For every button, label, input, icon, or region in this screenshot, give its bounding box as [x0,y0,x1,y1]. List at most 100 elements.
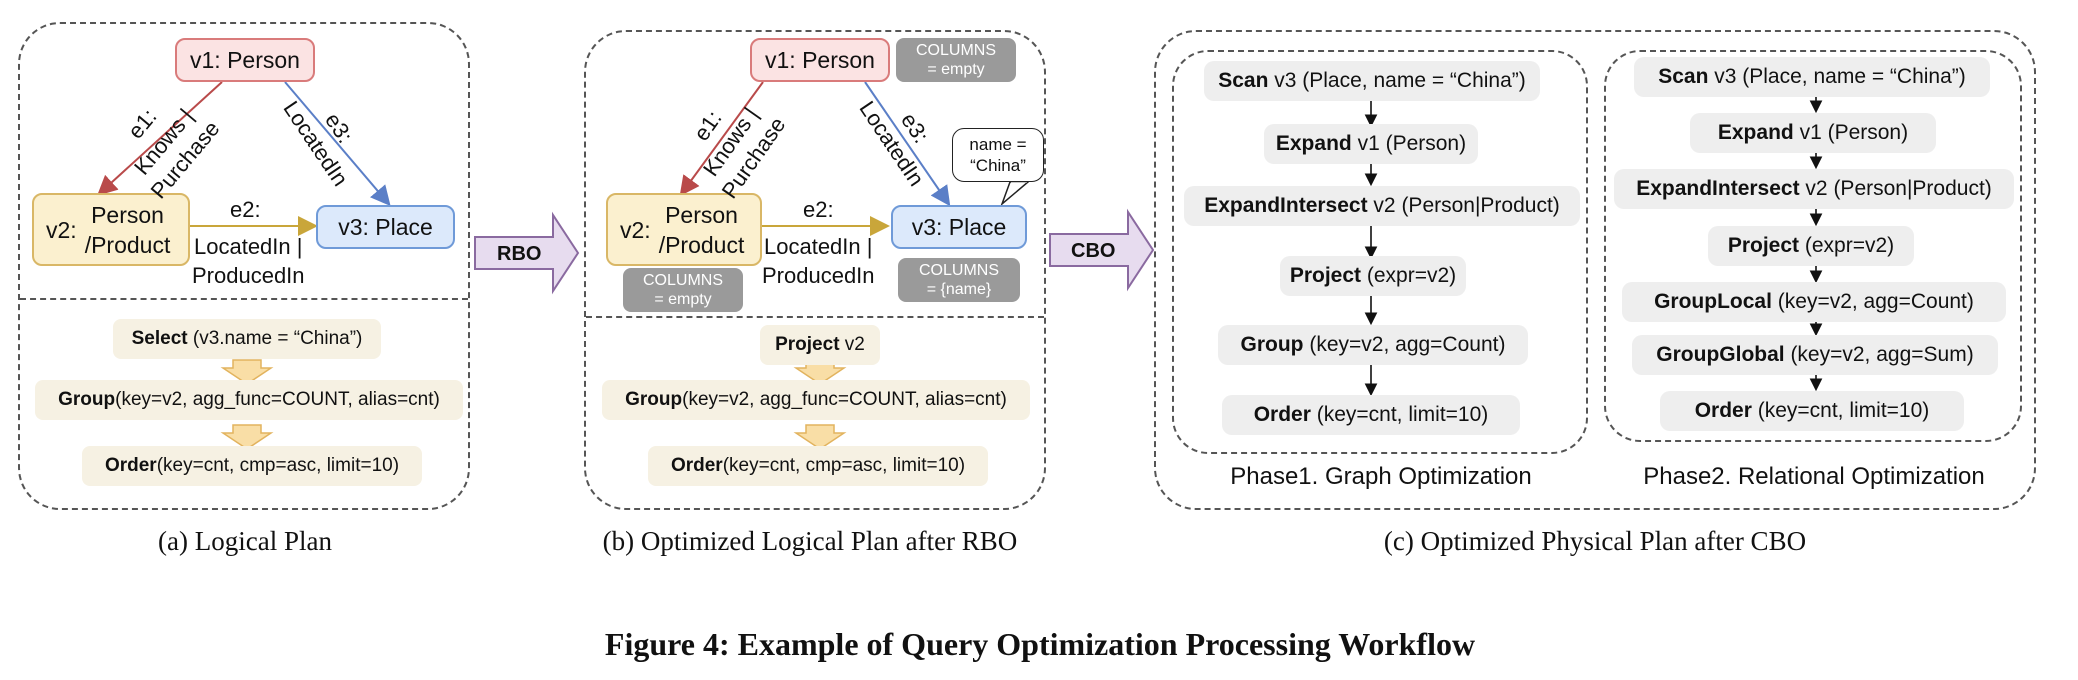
p2-op-project-rest: (expr=v2) [1799,234,1895,257]
phase1-label: Phase1. Graph Optimization [1230,463,1532,490]
node-v1-b-label: v1: Person [765,47,875,73]
p2-op-expandintersect-kw: ExpandIntersect [1636,177,1800,200]
op-order-a: Order(key=cnt, cmp=asc, limit=10) [82,446,422,486]
op-select-a-kw: Select [131,328,188,349]
caption-a: (a) Logical Plan [158,526,332,556]
p1-op-order: Order (key=cnt, limit=10) [1222,395,1520,435]
columns-tag-v2: COLUMNS = empty [623,268,743,312]
p1-op-scan-kw: Scan [1218,69,1269,92]
op-group-a: Group(key=v2, agg_func=COUNT, alias=cnt) [35,380,463,420]
p1-op-expandintersect: ExpandIntersect v2 (Person|Product) [1184,186,1580,226]
down-arrow-a1 [220,359,274,385]
panel-b-separator [586,316,1044,318]
node-v2-b-line2: /Product [658,231,745,258]
p2-op-order-kw: Order [1694,399,1752,422]
columns-tag-v3-l1: COLUMNS [918,262,999,279]
filter-bubble-l1: name = [969,135,1027,154]
columns-tag-v3: COLUMNS = {name} [898,258,1020,302]
edge-e2-a-name: e2: [230,197,261,222]
down-arrow-a2 [220,424,274,450]
edge-e2-a-line1: LocatedIn | [194,234,303,259]
op-order-b: Order(key=cnt, cmp=asc, limit=10) [648,446,988,486]
p2-op-groupglobal-kw: GroupGlobal [1656,343,1785,366]
p2-op-grouplocal-kw: GroupLocal [1654,290,1772,313]
p1-op-expandintersect-rest: v2 (Person|Product) [1367,194,1560,217]
op-group-a-rest: (key=v2, agg_func=COUNT, alias=cnt) [115,389,440,410]
p1-op-expandintersect-kw: ExpandIntersect [1204,194,1368,217]
op-group-b: Group(key=v2, agg_func=COUNT, alias=cnt) [602,380,1030,420]
node-v2-a-line2: /Product [84,231,171,258]
op-order-b-kw: Order [670,455,723,476]
op-select-a: Select (v3.name = “China”) [113,319,381,359]
p2-op-groupglobal: GroupGlobal (key=v2, agg=Sum) [1632,335,1998,375]
filter-bubble-l2: “China” [970,156,1026,175]
p2-op-order: Order (key=cnt, limit=10) [1660,391,1964,431]
op-project-b-kw: Project [775,334,840,355]
node-v1-a-label: v1: Person [190,47,300,73]
node-v2-b-prefix: v2: [620,216,651,243]
p2-op-scan-rest: v3 (Place, name = “China”) [1708,65,1966,88]
down-arrow-b2 [793,424,847,450]
p1-op-order-kw: Order [1253,403,1311,426]
p2-op-project-kw: Project [1727,234,1800,257]
figure-title: Figure 4: Example of Query Optimization … [604,626,1476,662]
p2-op-grouplocal: GroupLocal (key=v2, agg=Count) [1622,282,2006,322]
filter-bubble: name = “China” [952,128,1044,182]
node-v2-a-prefix: v2: [46,216,77,243]
node-v2-a: v2: Person /Product [32,193,190,266]
caption-b: (b) Optimized Logical Plan after RBO [602,526,1018,556]
op-order-b-rest: (key=cnt, cmp=asc, limit=10) [722,455,966,476]
p1-op-scan: Scan v3 (Place, name = “China”) [1204,61,1540,101]
node-v2-b-type: Person /Product [659,200,745,260]
p2-op-expand-rest: v1 (Person) [1793,121,1909,144]
op-order-a-kw: Order [104,455,157,476]
phase2-box [1604,50,2022,442]
p2-op-expandintersect: ExpandIntersect v2 (Person|Product) [1614,169,2014,209]
op-group-a-kw: Group [58,389,116,410]
rbo-label: RBO [497,243,542,265]
columns-tag-v1-l2: = empty [927,61,985,78]
phase2-label: Phase2. Relational Optimization [1643,463,1985,490]
edge-e2-b-line1: LocatedIn | [764,234,873,259]
columns-tag-v2-l2: = empty [654,291,712,308]
edge-e1-b [679,81,764,197]
p1-op-expand-rest: v1 (Person) [1351,132,1467,155]
panel-logical-plan [18,22,470,510]
node-v2-b-line1: Person [665,201,738,228]
p2-op-scan-kw: Scan [1658,65,1709,88]
p2-op-groupglobal-rest: (key=v2, agg=Sum) [1784,343,1974,366]
p1-op-order-rest: (key=cnt, limit=10) [1310,403,1489,426]
node-v3-a: v3: Place [316,205,455,249]
p1-op-project-kw: Project [1289,264,1362,287]
p1-op-expand-kw: Expand [1275,132,1352,155]
rbo-arrow [474,211,580,295]
node-v3-b: v3: Place [891,205,1027,249]
node-v2-b: v2: Person /Product [606,193,762,266]
p1-op-group-rest: (key=v2, agg=Count) [1303,333,1506,356]
edge-e2-b-line2: ProducedIn [762,263,875,288]
p1-op-group-kw: Group [1240,333,1304,356]
node-v3-a-label: v3: Place [338,214,433,240]
columns-tag-v3-l2: = {name} [926,281,992,298]
columns-tag-v1: COLUMNS = empty [896,38,1016,82]
edge-e3-b [864,81,951,207]
panel-optimized-logical-plan [584,30,1046,510]
edge-e3-a [284,81,391,207]
p2-op-expand: Expand v1 (Person) [1690,113,1936,153]
p1-op-project-rest: (expr=v2) [1361,264,1457,287]
node-v1-a: v1: Person [175,38,315,82]
p2-op-project: Project (expr=v2) [1708,226,1914,266]
p1-op-scan-rest: v3 (Place, name = “China”) [1268,69,1526,92]
node-v1-b: v1: Person [750,38,890,82]
edge-e2-a-line2: ProducedIn [192,263,305,288]
edge-e2-b-name: e2: [803,197,834,222]
op-project-b: Project v2 [760,325,880,365]
p2-op-order-rest: (key=cnt, limit=10) [1751,399,1930,422]
phase1-box [1172,50,1588,454]
p2-op-expand-kw: Expand [1717,121,1794,144]
cbo-arrow [1049,208,1155,292]
node-v3-b-label: v3: Place [911,214,1007,240]
p1-op-expand: Expand v1 (Person) [1264,124,1478,164]
op-order-a-rest: (key=cnt, cmp=asc, limit=10) [156,455,400,476]
columns-tag-v2-l1: COLUMNS [642,272,723,289]
